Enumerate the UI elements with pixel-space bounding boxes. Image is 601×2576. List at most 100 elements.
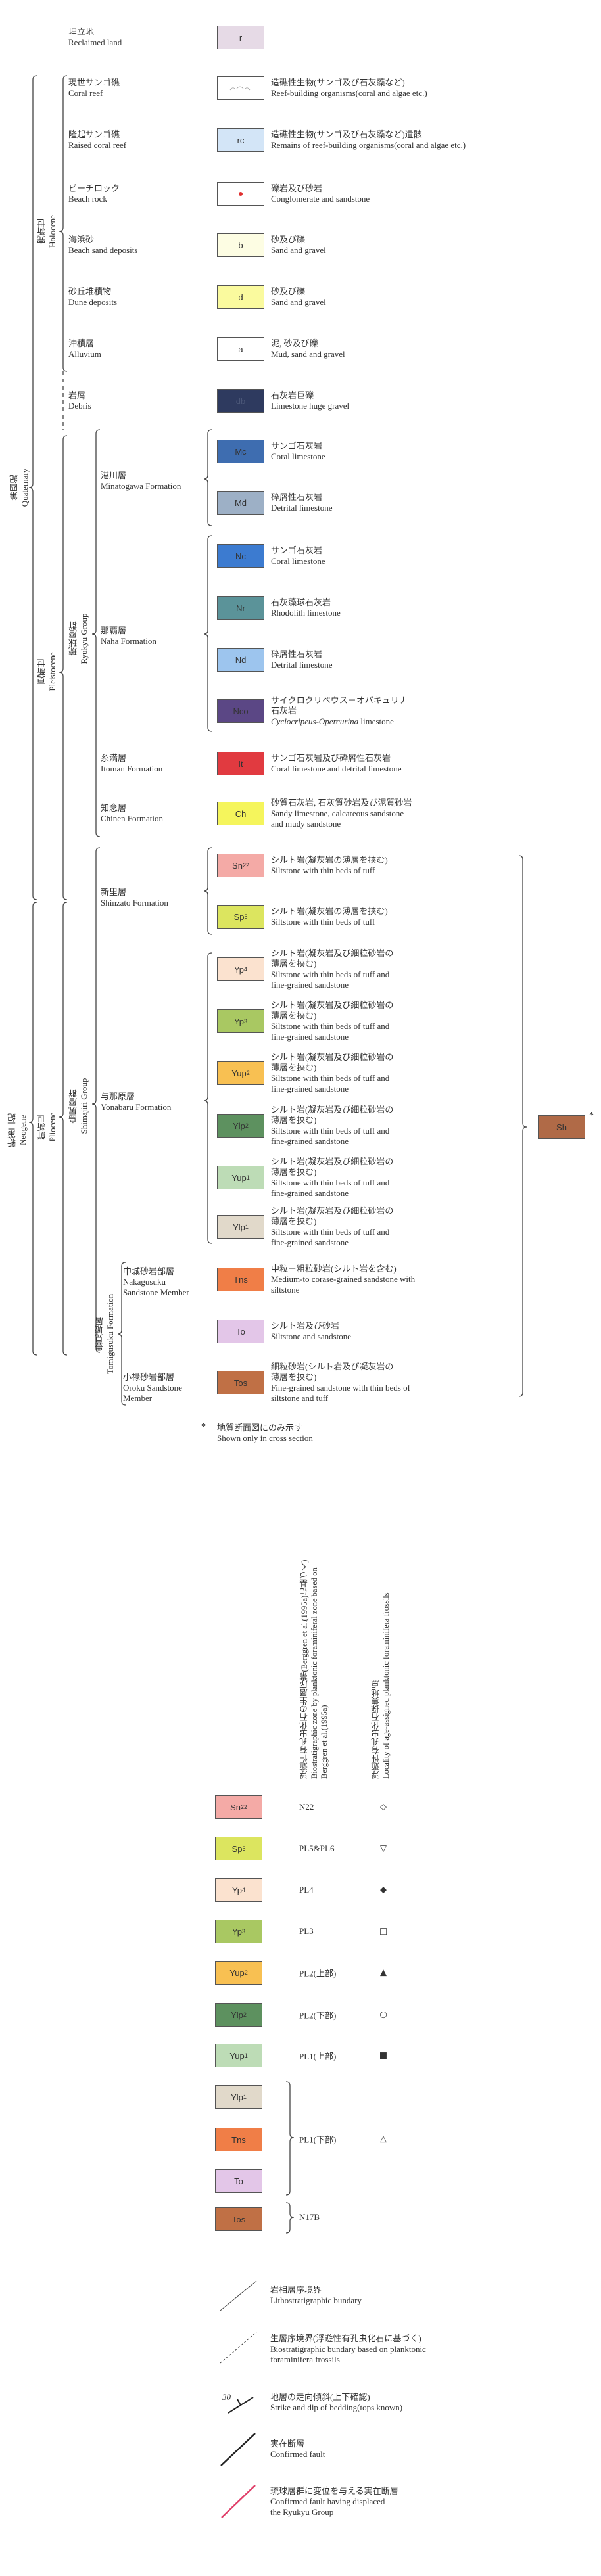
unit-description: シルト岩(凝灰岩及び細粒砂岩の薄層を挟む)Siltstone with thin… <box>271 1000 393 1042</box>
description-jp: サンゴ石灰岩 <box>271 545 323 555</box>
unit-code: Sp <box>233 911 245 922</box>
unit-description: シルト岩(凝灰岩の薄層を挟む)Siltstone with thin beds … <box>271 855 388 876</box>
unit-code: Md <box>234 497 247 508</box>
unit-color-box-Nr: Nr <box>217 596 264 620</box>
description-en: fine-grained sandstone <box>271 980 349 990</box>
unit-description: シルト岩(凝灰岩及び細粒砂岩の薄層を挟む)Siltstone with thin… <box>271 948 393 990</box>
description-en: Coral limestone <box>271 451 325 461</box>
description-jp: 砕屑性石灰岩 <box>271 492 323 502</box>
unit-color-box-Sh: Sh <box>538 1115 585 1139</box>
unit-name-en: Debris <box>68 401 91 411</box>
unit-code: d <box>238 292 243 302</box>
fossil-locality-symbol-icon: □ <box>379 1926 388 1937</box>
line-symbol-en: Strike and dip of bedding(tops known) <box>270 2403 403 2412</box>
description-en: Cyclocripeus-Opercurina limestone <box>271 716 408 727</box>
description-jp: シルト岩(凝灰岩及び細粒砂岩の <box>271 1052 394 1062</box>
description-en: Siltstone with thin beds of tuff <box>271 917 375 927</box>
description-jp: 薄層を挟む) <box>271 959 317 969</box>
formation-name-line: 与那原層 <box>101 1092 135 1101</box>
unit-color-box-Nco: Nco <box>217 699 264 723</box>
description-en: Siltstone with thin beds of tuff and <box>271 1227 390 1237</box>
unit-code: Yup <box>231 1172 247 1183</box>
description-en-text: limestone <box>358 716 394 726</box>
minatogawa-bracket <box>203 429 212 526</box>
label-en: Shimajiri Group <box>79 1078 89 1134</box>
description-jp: 砕屑性石灰岩 <box>271 649 323 659</box>
unit-code: Ylp <box>231 2092 243 2102</box>
confirmed-fault-icon <box>220 2433 256 2466</box>
fossil-locality-symbol-icon: ■ <box>379 2050 388 2061</box>
biostratigraphic-zone: PL2(上部) <box>299 1968 337 1979</box>
unit-code: Ylp <box>233 1120 245 1131</box>
cross-section-bracket <box>518 855 527 1397</box>
description-en: fine-grained sandstone <box>271 1136 349 1146</box>
description-jp: 薄層を挟む) <box>271 1167 317 1177</box>
description-en: Detrital limestone <box>271 503 333 513</box>
unit-code-subscript: 3 <box>241 1928 245 1935</box>
tomigusuku-bracket <box>117 1262 126 1406</box>
unit-description: シルト岩(凝灰岩及び細粒砂岩の薄層を挟む)Siltstone with thin… <box>271 1105 393 1147</box>
label-en: Pliocene <box>47 1112 57 1142</box>
line-symbol-en: Biostratigraphic bundary based on plankt… <box>270 2344 426 2354</box>
description-en: siltstone <box>271 1285 300 1295</box>
label-jp: 鮮新世 <box>37 1114 47 1140</box>
unit-description: シルト岩(凝灰岩及び細粒砂岩の薄層を挟む)Siltstone with thin… <box>271 1157 393 1199</box>
description-en: Coral limestone <box>271 556 325 566</box>
unit-name-en: Beach rock <box>68 194 107 204</box>
pl1-lower-bracket <box>285 2081 295 2196</box>
unit-code-subscript: 5 <box>244 913 248 920</box>
fossil-row-color-box: Tos <box>215 2207 262 2231</box>
description-jp: 石灰藻球石灰岩 <box>271 597 331 607</box>
line-symbol-en: the Ryukyu Group <box>270 2507 334 2517</box>
description-en: Rhodolith limestone <box>271 608 341 618</box>
line-symbol-jp: 琉球層群に変位を与える実在断層 <box>270 2486 398 2496</box>
formation-name-line: 新里層 <box>101 887 127 897</box>
unit-name-en: Raised coral reef <box>68 140 127 150</box>
unit-code: Tos <box>233 1377 248 1388</box>
unit-code: Sh <box>556 1122 567 1132</box>
unit-code: b <box>238 240 243 250</box>
biostratigraphic-boundary-icon <box>220 2332 257 2364</box>
unit-code: Ch <box>235 808 247 819</box>
naha-bracket <box>203 535 212 732</box>
unit-name-en: Dune deposits <box>68 297 118 307</box>
description-en: Siltstone with thin beds of tuff and <box>271 1021 390 1031</box>
dip-value: 30 <box>222 2392 231 2402</box>
line-symbol-description: 地層の走向傾斜(上下確認)Strike and dip of bedding(t… <box>270 2392 402 2413</box>
unit-color-box-red-dot-symbol <box>217 182 264 206</box>
unit-description: シルト岩(凝灰岩及び細粒砂岩の薄層を挟む)Siltstone with thin… <box>271 1052 393 1094</box>
pliocene-bracket <box>59 902 68 1356</box>
description-en: Siltstone and sandstone <box>271 1331 352 1341</box>
unit-code: Nd <box>235 655 247 665</box>
fossil-row-color-box: To <box>215 2169 262 2193</box>
line-symbol-en: Confirmed fault having displaced <box>270 2496 385 2506</box>
line-symbol-en: Confirmed fault <box>270 2449 325 2459</box>
header-line: 浮遊性有孔虫化石の生層序帯(Berggren et al.(1995a)に基づく… <box>300 1559 309 1779</box>
biostratigraphic-zone: PL1(上部) <box>299 2051 337 2061</box>
description-jp: 薄層を挟む) <box>271 1372 317 1382</box>
formation-name-line: Nakagusuku <box>123 1277 166 1287</box>
description-jp: 薄層を挟む) <box>271 1216 317 1226</box>
description-jp: シルト岩(凝灰岩及び細粒砂岩の <box>271 1206 394 1216</box>
